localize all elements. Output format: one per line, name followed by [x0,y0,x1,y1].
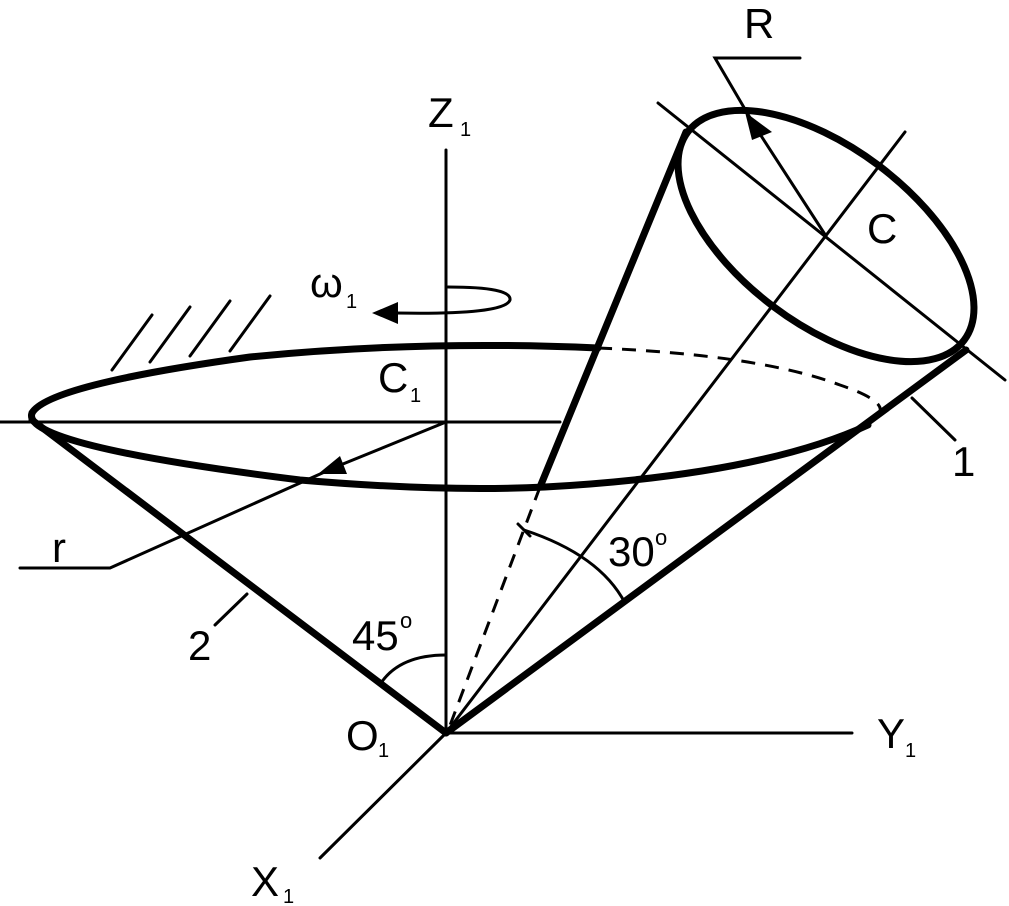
omega-rotation-arc [393,285,512,315]
z1-axis-label: Z [428,89,454,136]
radius-r-big-arrow [754,126,828,238]
r-small-label: r [52,524,66,571]
angle-30-arc [522,528,627,605]
c1-subscript: 1 [410,385,421,407]
y1-axis-label: Y [877,710,905,757]
fixed-cone-left-generatrix [28,416,450,737]
c-label: C [867,205,897,252]
radius-r-small-arrow [336,420,448,468]
x1-axis-label: X [251,858,279,905]
rolling-cone-hidden-generatrix [447,486,542,729]
x1-axis-subscript: 1 [283,886,294,906]
omega-label: ω [310,259,343,306]
origin-label: O [346,712,379,759]
x1-axis [318,731,448,860]
body-2-label: 2 [188,622,211,669]
origin-subscript: 1 [378,740,389,762]
body-1-leader [910,396,957,442]
fixed-cone-base-hidden [597,346,882,417]
radius-r-big-leader [712,56,802,130]
angle-45-arc [379,653,448,685]
z1-axis-subscript: 1 [460,119,471,141]
rolling-cone-lower-generatrix [442,346,970,737]
angle-45-degree: o [400,608,412,633]
omega-rotation-arrowhead [372,302,398,324]
omega-subscript: 1 [346,291,357,313]
c1-label: C [378,354,408,401]
angle-45-label: 45 [352,612,399,659]
angle-30-tick [516,522,532,538]
r-big-label: R [744,0,774,47]
radius-r-small-arrowhead [318,456,347,474]
angle-30-label: 30 [608,528,655,575]
body-2-leader [213,592,249,627]
rolling-cone-base-diameter [656,101,1007,382]
body-1-label: 1 [952,438,975,485]
radius-r-small-leader [18,464,340,570]
fixed-cone-base-back [28,341,602,417]
fixed-cone-base-front [28,409,872,492]
rolling-cone-upper-generatrix [536,128,690,491]
y1-axis-subscript: 1 [905,740,916,762]
angle-30-degree: o [655,525,667,550]
fixed-support-hatching [110,294,272,372]
rolling-cone-axis [444,130,907,735]
